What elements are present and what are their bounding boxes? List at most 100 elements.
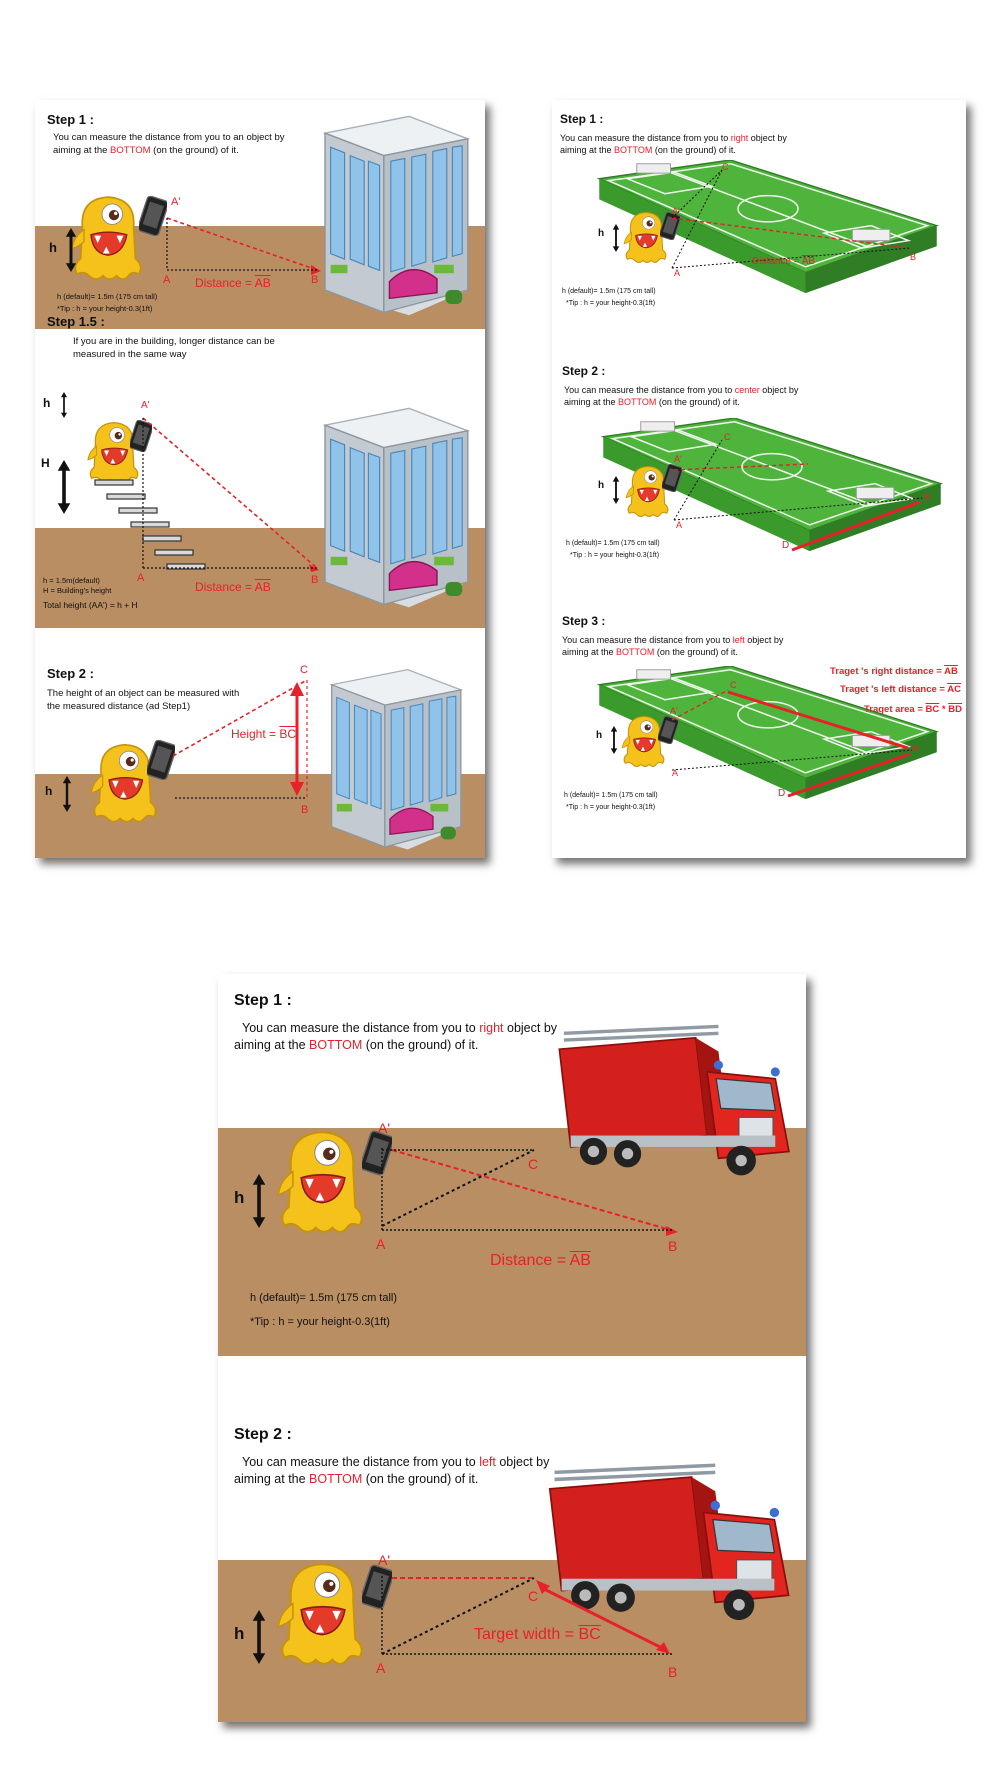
label-a: A <box>163 274 171 286</box>
double-arrow-icon <box>611 476 621 504</box>
note-default-h: h (default)= 1.5m (175 cm tall) <box>566 540 660 547</box>
note-default-h: h (default)= 1.5m (175 cm tall) <box>564 792 658 799</box>
label-b: B <box>311 574 319 586</box>
label-a: A <box>376 1236 386 1252</box>
note-tip: *Tip : h = your height-0.3(1ft) <box>250 1316 390 1328</box>
label-a-prime: A' <box>378 1552 391 1568</box>
label-h: h <box>45 784 53 798</box>
note-default-h: h (default)= 1.5m (175 cm tall) <box>250 1292 398 1304</box>
label-h: h <box>49 240 57 255</box>
label-a-prime: A' <box>670 706 678 716</box>
note-H: H = Building's height <box>43 586 112 595</box>
label-a-prime: A' <box>171 196 181 208</box>
step2-title: Step 2 : <box>47 666 94 681</box>
right-distance-label: Traget 's right distance = AB <box>830 666 958 677</box>
monster-icon <box>71 196 142 281</box>
monster-icon <box>623 211 667 263</box>
distance-label: Distance = AB <box>490 1252 591 1269</box>
label-b: B <box>910 252 917 262</box>
label-h: h <box>596 730 603 741</box>
distance-line <box>391 1149 675 1232</box>
height-label: Height = BC <box>231 727 297 741</box>
truck-card: Step 1 : You can measure the distance fr… <box>218 974 806 1722</box>
monster-icon <box>621 715 665 767</box>
label-b: B <box>912 744 919 754</box>
building-card: Step 1 : You can measure the distance fr… <box>35 100 485 858</box>
label-b: B <box>301 804 309 816</box>
distance-label: Distance = AB <box>752 256 816 267</box>
label-a: A <box>676 520 683 530</box>
label-a-prime: A' <box>378 1120 391 1136</box>
building-card-art <box>35 115 485 858</box>
building-icon <box>324 115 469 316</box>
step1-desc: You can measure the distance from you to… <box>560 133 787 156</box>
label-a-prime: A' <box>674 454 682 464</box>
width-label: Target width = BC <box>474 1626 601 1643</box>
double-arrow-icon <box>59 392 69 418</box>
step2-desc: You can measure the distance from you to… <box>234 1455 550 1486</box>
label-a-prime: A' <box>141 400 150 411</box>
label-h: h <box>598 228 605 239</box>
label-d: D <box>778 788 786 799</box>
double-arrow-icon <box>609 726 619 754</box>
step15-title: Step 1.5 : <box>47 314 105 329</box>
label-b: B <box>668 1238 678 1254</box>
building-icon <box>330 668 462 851</box>
note-default-h: h (default)= 1.5m (175 cm tall) <box>57 292 158 301</box>
label-a: A <box>672 768 679 778</box>
step2-desc: The height of an object can be measured … <box>47 688 240 712</box>
step15-desc: If you are in the building, longer dista… <box>73 336 275 360</box>
step1-title: Step 1 : <box>560 112 604 126</box>
label-c: C <box>722 162 729 172</box>
step1-desc: You can measure the distance from you to… <box>234 1021 558 1052</box>
note-tip: *Tip : h = your height-0.3(1ft) <box>566 804 656 811</box>
label-b: B <box>311 274 319 286</box>
label-h: h <box>598 480 605 491</box>
label-a: A <box>376 1660 386 1676</box>
step2-desc: You can measure the distance from you to… <box>564 385 799 408</box>
label-c: C <box>300 664 308 676</box>
note-tip: *Tip : h = your height-0.3(1ft) <box>57 304 153 313</box>
label-c: C <box>724 432 731 442</box>
label-H: H <box>41 456 50 470</box>
label-h: h <box>43 396 51 410</box>
note-h: h = 1.5m(default) <box>43 576 100 585</box>
label-h: h <box>234 1188 245 1207</box>
step2-title: Step 2 : <box>562 364 606 378</box>
field-card-art <box>598 160 942 800</box>
label-h: h <box>234 1624 245 1643</box>
label-a: A <box>674 268 681 278</box>
note-total: Total height (AA') = h + H <box>43 600 138 610</box>
step2-title: Step 2 : <box>234 1426 292 1443</box>
left-distance-label: Traget 's left distance = AC <box>840 684 961 695</box>
label-a-prime: A' <box>672 206 680 216</box>
distance-label: Distance = AB <box>195 580 271 594</box>
monster-icon <box>90 743 157 823</box>
note-tip: *Tip : h = your height-0.3(1ft) <box>566 300 656 307</box>
label-c: C <box>730 680 737 690</box>
label-d: D <box>782 540 790 551</box>
label-c: C <box>528 1156 539 1172</box>
step3-desc: You can measure the distance from you to… <box>562 635 784 658</box>
field-card: Step 1 : You can measure the distance fr… <box>552 100 966 858</box>
area-label: Traget area = BC * BD <box>864 704 962 715</box>
truck-card-art <box>218 1024 806 1722</box>
width-arrow <box>541 1586 667 1652</box>
step1-title: Step 1 : <box>234 992 292 1009</box>
step1-desc: You can measure the distance from you to… <box>53 132 285 156</box>
building-icon <box>324 407 469 608</box>
double-arrow-icon <box>611 224 621 252</box>
distance-label: Distance = AB <box>195 276 271 290</box>
label-a: A <box>137 572 145 584</box>
note-default-h: h (default)= 1.5m (175 cm tall) <box>562 288 656 295</box>
label-c: C <box>528 1588 539 1604</box>
monster-icon <box>625 465 669 517</box>
step1-title: Step 1 : <box>47 112 94 127</box>
step3-title: Step 3 : <box>562 614 606 628</box>
double-arrow-icon <box>58 460 71 514</box>
label-b: B <box>668 1664 678 1680</box>
staircase <box>94 479 206 570</box>
distance-line <box>166 217 318 271</box>
note-tip: *Tip : h = your height-0.3(1ft) <box>570 552 660 559</box>
monster-icon <box>87 421 139 483</box>
